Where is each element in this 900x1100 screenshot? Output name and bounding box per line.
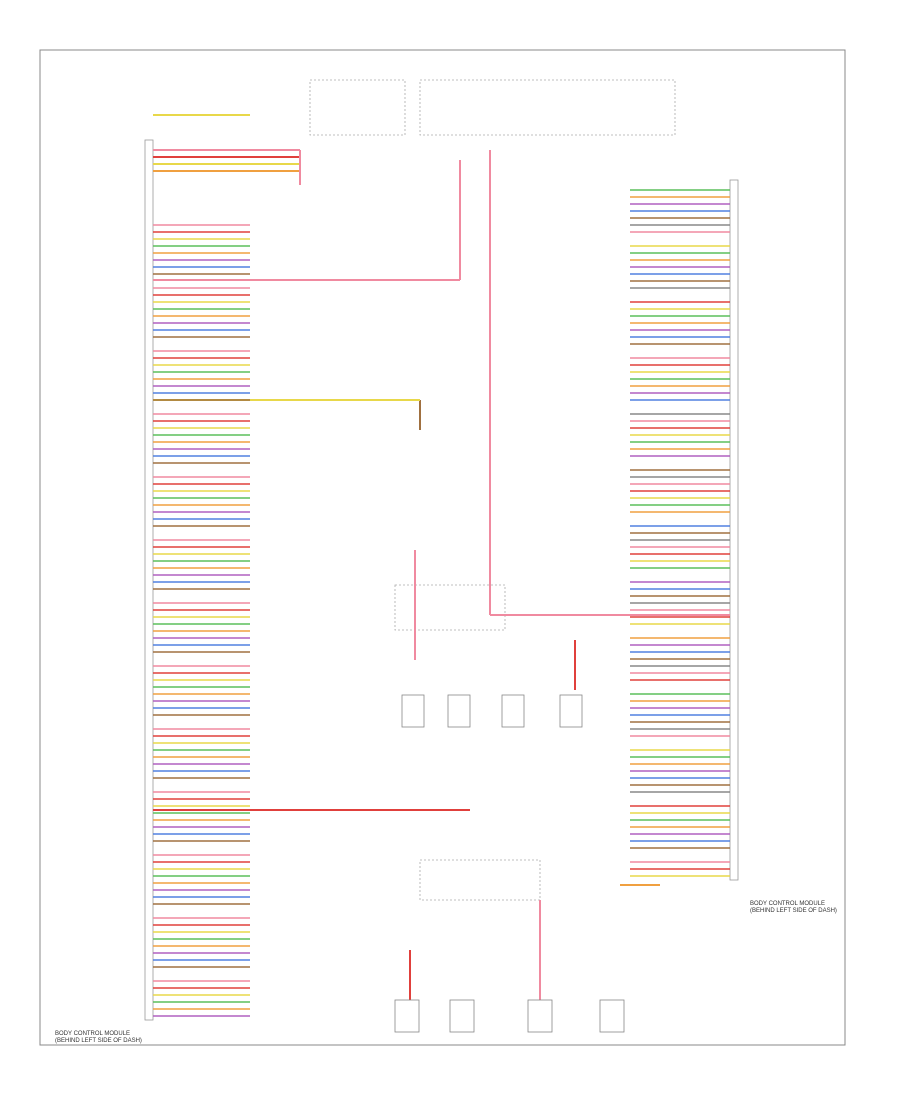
- right-module-connector: [729, 179, 739, 881]
- fuse-row-mid: [401, 694, 583, 728]
- switch-box: [419, 79, 676, 136]
- right-wire-stubs: [630, 189, 730, 877]
- fuse-8: [599, 999, 625, 1033]
- right-footer-label: BODY CONTROL MODULE: [750, 901, 825, 907]
- fuse-2: [447, 694, 471, 728]
- fuse-5: [394, 999, 420, 1033]
- right-footer-sub: (BEHIND LEFT SIDE OF DASH): [750, 908, 837, 914]
- diagram-border: [39, 49, 846, 1046]
- fuse-4: [559, 694, 583, 728]
- relay-box-1: [309, 79, 406, 136]
- fuse-6: [449, 999, 475, 1033]
- left-module-connector: [144, 139, 154, 1021]
- fuse-row-bottom: [394, 999, 625, 1033]
- left-wire-stubs: [153, 224, 250, 1017]
- fuse-7: [527, 999, 553, 1033]
- left-footer-sub: (BEHIND LEFT SIDE OF DASH): [55, 1038, 142, 1044]
- fuse-1: [401, 694, 425, 728]
- lower-fuse-block: [419, 859, 541, 901]
- fuse-3: [501, 694, 525, 728]
- central-fuse-block: [394, 584, 506, 631]
- left-footer-label: BODY CONTROL MODULE: [55, 1031, 130, 1037]
